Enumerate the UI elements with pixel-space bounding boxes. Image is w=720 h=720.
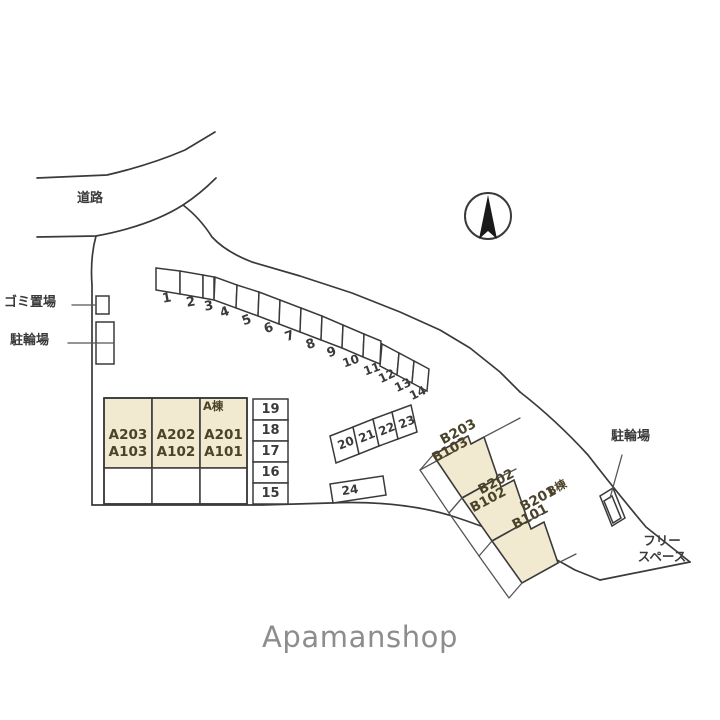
building-a-unit-2-upper: A202 <box>156 427 196 443</box>
building-b-block <box>419 417 577 599</box>
road-label: 道路 <box>77 191 104 206</box>
building-a-block <box>103 397 248 505</box>
building-a-unit-3 <box>103 397 153 469</box>
building-a-unit-1 <box>199 397 248 469</box>
parking-stall-15 <box>252 482 289 505</box>
bicycle-parking-right-box[interactable] <box>599 486 626 528</box>
parking-stall-label-16: 16 <box>261 465 280 480</box>
parking-stall-11[interactable] <box>362 332 382 366</box>
trash-area-label: ゴミ置場 <box>4 295 57 310</box>
building-a-tag: A棟 <box>203 399 224 413</box>
building-a-unit-1-lower: A101 <box>204 444 243 460</box>
parking-stall-label-19: 19 <box>261 402 280 417</box>
parking-row-north <box>155 267 430 393</box>
parking-stall-label-15: 15 <box>261 486 280 501</box>
free-space-line-2: スペース <box>637 548 687 564</box>
free-space-line-1: フリー <box>643 533 681 548</box>
free-space-label: フリー スペース <box>622 533 702 564</box>
parking-stall-label-18: 18 <box>261 423 280 438</box>
parking-column-east <box>252 398 289 505</box>
parking-stall-24[interactable] <box>329 475 387 504</box>
parking-stall-label-17: 17 <box>261 444 280 459</box>
building-a-unit-3-lower: A103 <box>108 444 148 460</box>
north-arrow-icon <box>464 192 512 240</box>
building-a-unit-2-lower: A102 <box>156 444 196 460</box>
parking-stall-3[interactable] <box>202 274 215 301</box>
site-boundary <box>90 204 691 581</box>
left-facilities <box>67 295 115 365</box>
trash-area-box <box>95 295 110 315</box>
bicycle-parking-right-leader <box>609 454 623 499</box>
bicycle-parking-right-label: 駐輪場 <box>611 429 651 444</box>
parking-stall-14[interactable] <box>411 359 430 393</box>
bicycle-parking-left-label: 駐輪場 <box>10 333 50 348</box>
road-lines <box>36 131 217 238</box>
building-a-unit-3-upper: A203 <box>108 427 148 443</box>
parking-stall-23[interactable] <box>391 403 418 441</box>
building-a-unit-1-upper: A201 <box>204 427 243 443</box>
parking-row-center <box>329 403 418 504</box>
watermark: Apamanshop <box>261 620 459 654</box>
